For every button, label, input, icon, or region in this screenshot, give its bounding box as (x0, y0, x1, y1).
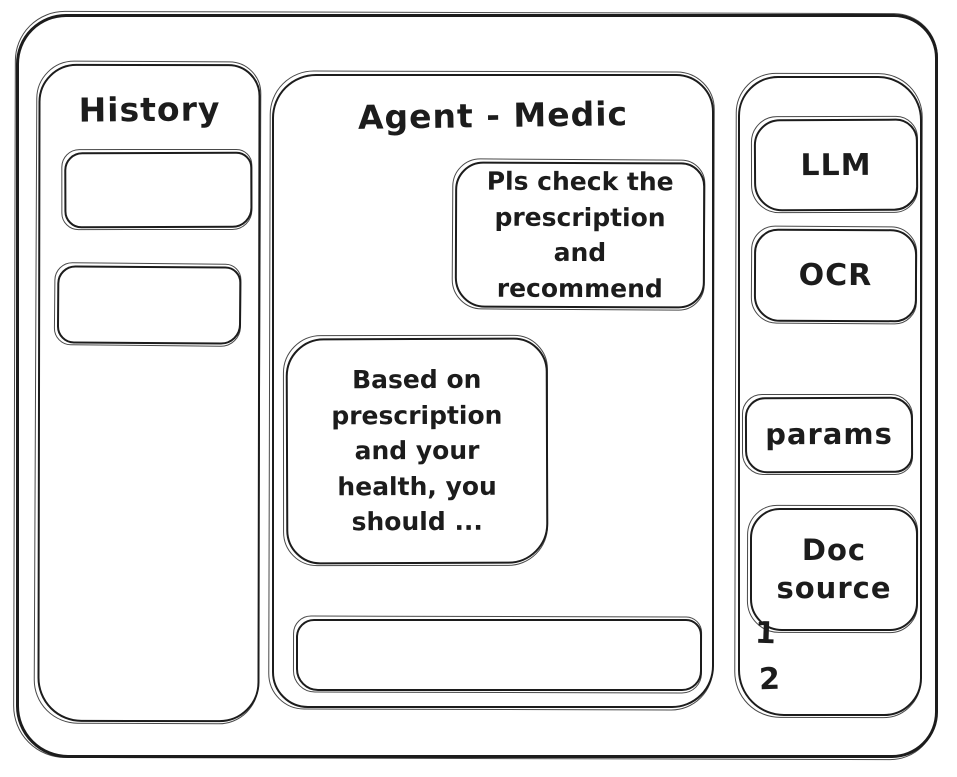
llm-button[interactable]: LLM (753, 118, 919, 212)
chat-title: Agent - Medic (357, 94, 629, 137)
doc-source-item[interactable]: 1 (754, 615, 777, 652)
history-panel: History (37, 63, 261, 723)
assistant-message-bubble: Based on prescription and your health, y… (285, 337, 549, 565)
history-item[interactable] (56, 265, 242, 345)
history-item[interactable] (64, 151, 253, 229)
doc-source-item[interactable]: 2 (758, 661, 781, 698)
chat-input[interactable] (296, 619, 702, 691)
doc-source-button[interactable]: Doc source (750, 508, 918, 631)
params-button[interactable]: params (744, 396, 914, 474)
tools-panel: LLM OCR params Doc source 1 2 (738, 76, 922, 716)
user-message-bubble: Pls check the prescription and recommend (454, 161, 706, 309)
ocr-button[interactable]: OCR (753, 228, 918, 323)
chat-panel: Agent - Medic Pls check the prescription… (272, 74, 714, 708)
history-title: History (78, 89, 221, 130)
